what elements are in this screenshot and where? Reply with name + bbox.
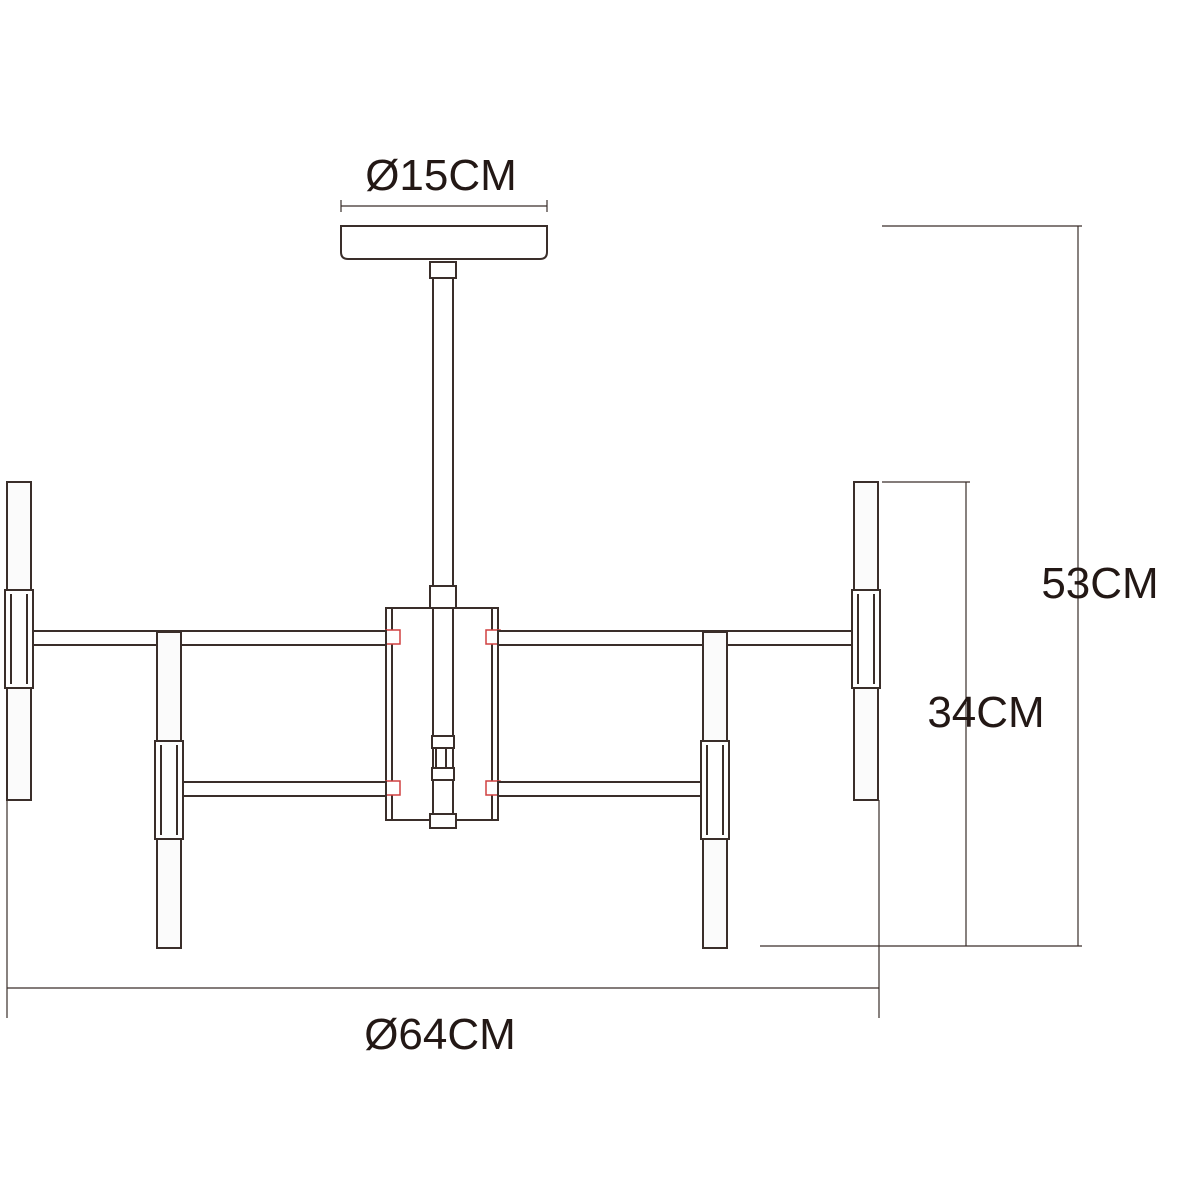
inner-left-lamp — [154, 631, 184, 949]
ceiling-canopy — [340, 225, 548, 260]
total-height-label: 53CM — [1041, 559, 1158, 608]
total-diameter-label: Ø64CM — [364, 1010, 516, 1059]
arms — [31, 630, 853, 797]
outer-right-lamp — [851, 481, 881, 801]
lower-left-arm — [181, 781, 387, 797]
total-height-dimension: 53CM — [760, 225, 1159, 947]
clip-top-left — [385, 629, 401, 645]
body-height-label: 34CM — [927, 688, 1044, 737]
lower-right-arm — [497, 781, 703, 797]
inner-right-lamp — [700, 631, 730, 949]
body-height-dimension: 34CM — [882, 481, 1045, 946]
upper-left-arm — [31, 630, 387, 646]
down-rod — [429, 261, 457, 609]
canopy-diameter-label: Ø15CM — [365, 151, 517, 200]
outer-left-lamp — [4, 481, 34, 801]
canopy-dimension: Ø15CM — [340, 151, 548, 212]
total-diameter-dimension: Ø64CM — [6, 800, 880, 1059]
central-body — [385, 607, 501, 829]
upper-right-arm — [497, 630, 853, 646]
clip-bottom-left — [385, 780, 401, 796]
